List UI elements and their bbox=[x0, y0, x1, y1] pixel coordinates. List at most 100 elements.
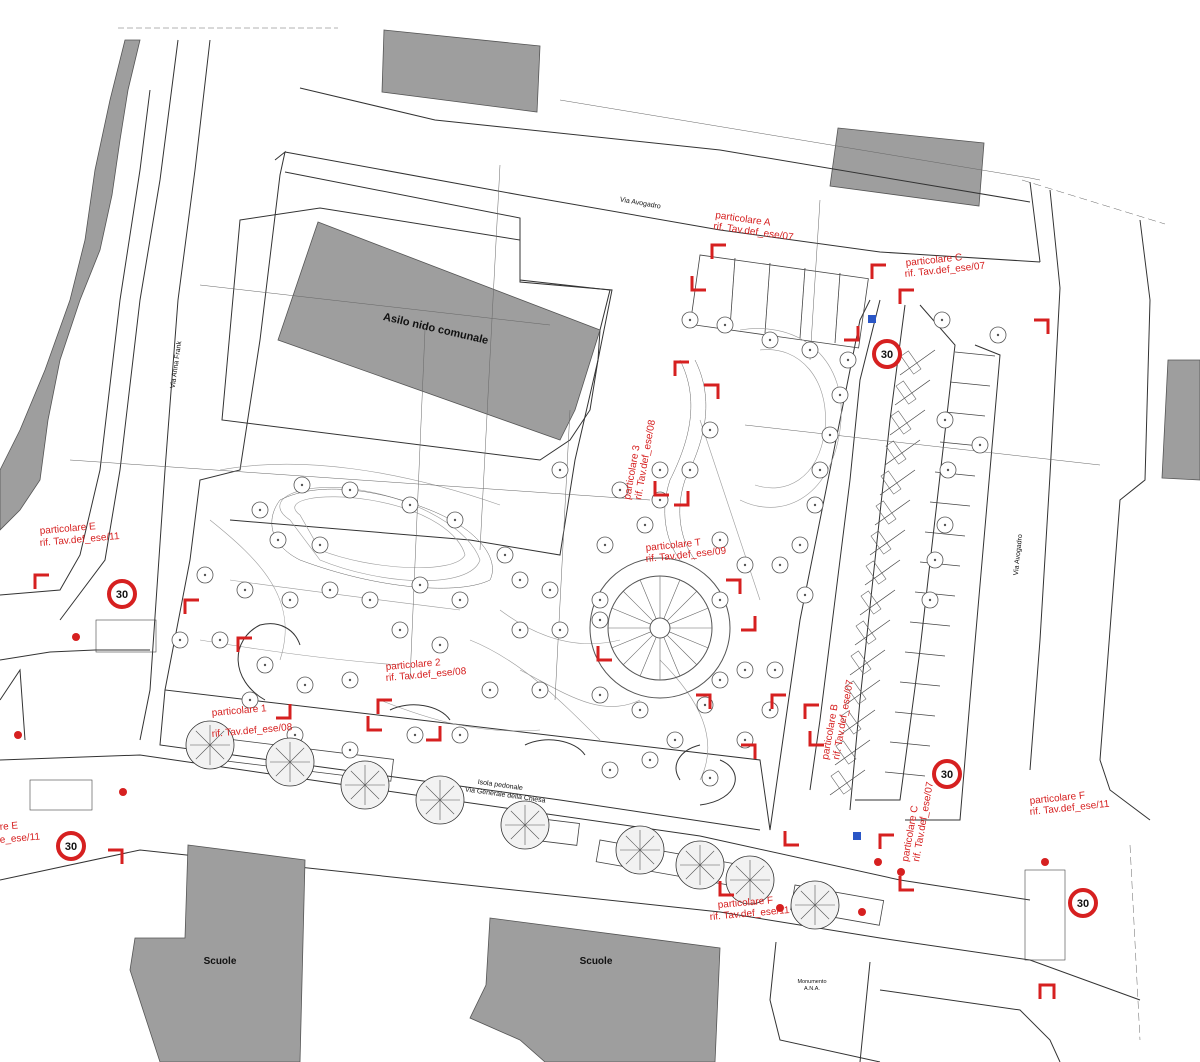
detail-corner-marker-icon bbox=[183, 598, 199, 614]
detail-corner-marker-icon bbox=[878, 833, 894, 849]
parked-car-icon bbox=[850, 650, 872, 675]
tree-icon bbox=[725, 855, 775, 905]
central-circle bbox=[589, 557, 731, 699]
tree-icon bbox=[701, 769, 719, 787]
detail-corner-marker-icon bbox=[366, 716, 382, 732]
tree-icon bbox=[989, 326, 1007, 344]
tree-icon bbox=[406, 726, 424, 744]
parking-sign-icon bbox=[868, 315, 876, 323]
monument-label-1: Monumento bbox=[797, 979, 826, 985]
tree-icon bbox=[211, 631, 229, 649]
tree-icon bbox=[921, 591, 939, 609]
speed-limit-sign-icon: 30 bbox=[1068, 888, 1098, 918]
school-right-building bbox=[469, 917, 721, 1062]
via-anna-frank-right bbox=[139, 39, 211, 741]
parked-car-icon bbox=[865, 560, 887, 585]
detail-corner-marker-icon bbox=[718, 881, 734, 897]
disabled-parking-icon bbox=[853, 832, 861, 840]
tree-icon bbox=[293, 476, 311, 494]
far-right-building bbox=[1161, 359, 1200, 481]
tree-icon bbox=[296, 676, 314, 694]
parked-car-icon bbox=[855, 620, 877, 645]
detail-corner-marker-icon bbox=[33, 573, 49, 589]
school-left-label: Scuole bbox=[204, 956, 237, 967]
detail-f-bottom-title: particolare F bbox=[717, 895, 773, 911]
detail-corner-marker-icon bbox=[710, 243, 726, 259]
detail-corner-marker-icon bbox=[376, 698, 392, 714]
tree-icon bbox=[811, 461, 829, 479]
tree-icon bbox=[681, 461, 699, 479]
detail-corner-marker-icon bbox=[596, 646, 612, 662]
tree-icon bbox=[481, 681, 499, 699]
parked-car-icon bbox=[875, 500, 897, 525]
tree-icon bbox=[531, 681, 549, 699]
tree-icon bbox=[171, 631, 189, 649]
crosswalk-anna-frank bbox=[95, 619, 157, 653]
tree-icon bbox=[666, 731, 684, 749]
crosswalk-bottom-right bbox=[1024, 869, 1066, 961]
tree-icon bbox=[251, 501, 269, 519]
speed-limit-sign-icon: 30 bbox=[932, 759, 962, 789]
tree-icon bbox=[651, 461, 669, 479]
detail-corner-marker-icon bbox=[870, 263, 886, 279]
detail-corner-marker-icon bbox=[696, 693, 712, 709]
large-trees-layer bbox=[185, 720, 840, 930]
tree-icon bbox=[341, 741, 359, 759]
tree-icon bbox=[766, 661, 784, 679]
speed-limit-sign-icon: 30 bbox=[56, 831, 86, 861]
detail-e-cut-title: re E bbox=[0, 820, 19, 833]
tree-icon bbox=[265, 737, 315, 787]
tree-icon bbox=[341, 481, 359, 499]
parked-car-icon bbox=[835, 740, 857, 765]
svg-text:30: 30 bbox=[1077, 898, 1089, 910]
detail-corner-marker-icon bbox=[741, 743, 757, 759]
tree-icon bbox=[341, 671, 359, 689]
tree-icon bbox=[939, 461, 957, 479]
tree-icon bbox=[711, 591, 729, 609]
tree-icon bbox=[926, 551, 944, 569]
parked-car-icon bbox=[845, 680, 867, 705]
via-anna-frank-left bbox=[59, 39, 179, 621]
parked-car-icon bbox=[830, 770, 852, 795]
tree-icon bbox=[591, 611, 609, 629]
warning-sign-icon bbox=[14, 731, 22, 739]
detail-corner-markers bbox=[33, 243, 1056, 999]
traffic-symbols bbox=[14, 315, 1049, 916]
crosswalk-bottom-left bbox=[29, 779, 93, 811]
detail-2-title: particolare 2 bbox=[385, 657, 441, 673]
tree-icon bbox=[596, 536, 614, 554]
detail-callouts: particolare A rif. Tav.def_ese/07 partic… bbox=[0, 210, 1110, 923]
detail-corner-marker-icon bbox=[803, 703, 819, 719]
detail-corner-marker-icon bbox=[844, 326, 860, 342]
tree-icon bbox=[681, 311, 699, 329]
tree-icon bbox=[736, 556, 754, 574]
detail-corner-marker-icon bbox=[1038, 983, 1054, 999]
tree-icon bbox=[675, 840, 725, 890]
tree-icon bbox=[796, 586, 814, 604]
tree-icon bbox=[591, 686, 609, 704]
detail-corner-marker-icon bbox=[1040, 983, 1056, 999]
tree-icon bbox=[806, 496, 824, 514]
tree-icon bbox=[936, 411, 954, 429]
tree-icon bbox=[185, 720, 235, 770]
via-avogadro-bottom-edge bbox=[284, 151, 1041, 263]
tree-icon bbox=[411, 576, 429, 594]
detail-corner-marker-icon bbox=[673, 360, 689, 376]
top-building bbox=[381, 29, 541, 113]
tree-icon bbox=[401, 496, 419, 514]
detail-corner-marker-icon bbox=[783, 831, 799, 847]
tree-icon bbox=[636, 516, 654, 534]
tree-icon bbox=[451, 726, 469, 744]
tree-icon bbox=[551, 621, 569, 639]
detail-corner-marker-icon bbox=[704, 383, 720, 399]
parked-car-icon bbox=[840, 710, 862, 735]
tree-icon bbox=[790, 880, 840, 930]
tree-icon bbox=[611, 481, 629, 499]
via-avogadro-top-edge bbox=[299, 87, 1031, 203]
tree-icon bbox=[256, 656, 274, 674]
svg-text:30: 30 bbox=[65, 841, 77, 853]
asilo-building bbox=[277, 221, 601, 441]
tree-icon bbox=[771, 556, 789, 574]
parked-car-icon bbox=[885, 440, 907, 465]
